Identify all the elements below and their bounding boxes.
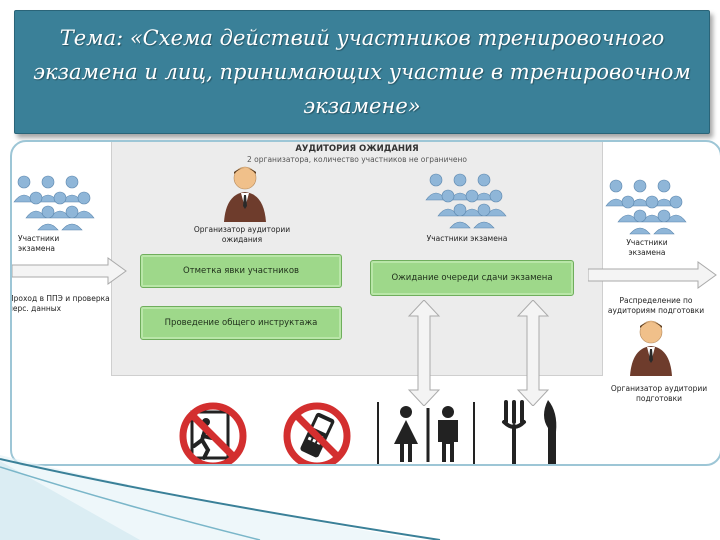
right-participants-label: Участники экзамена bbox=[626, 238, 668, 257]
center-participants-label: Участники экзамена bbox=[426, 234, 508, 243]
right-participants-icon bbox=[604, 176, 694, 236]
slide-title-box: Тема: «Схема действий участников трениро… bbox=[14, 10, 710, 134]
entry-arrow-label: Проход в ППЭ и проверка перс. данных bbox=[10, 294, 110, 313]
food-double-arrow bbox=[516, 300, 550, 406]
restroom-double-arrow bbox=[407, 300, 441, 406]
slide-title: Тема: «Схема действий участников трениро… bbox=[33, 26, 691, 118]
left-participants-icon bbox=[12, 172, 102, 232]
briefing-box: Проведение общего инструктажа bbox=[140, 306, 342, 340]
organizer-icon bbox=[222, 164, 268, 222]
hall-title: АУДИТОРИЯ ОЖИДАНИЯ bbox=[295, 144, 419, 154]
slide-decoration bbox=[0, 455, 720, 540]
no-exit-icon bbox=[170, 400, 256, 464]
no-phone-icon bbox=[274, 400, 360, 464]
diagram-frame: АУДИТОРИЯ ОЖИДАНИЯ 2 организатора, колич… bbox=[10, 140, 720, 466]
entry-arrow bbox=[12, 256, 128, 286]
distribution-arrow bbox=[588, 260, 720, 290]
left-participants-label: Участники экзамена bbox=[18, 234, 60, 253]
queue-box: Ожидание очереди сдачи экзамена bbox=[370, 260, 574, 296]
center-participants-icon bbox=[424, 170, 514, 230]
distribution-label: Распределение по аудиториям подготовки bbox=[607, 296, 705, 315]
prep-organizer-icon bbox=[628, 318, 674, 376]
hall-subtitle: 2 организатора, количество участников не… bbox=[247, 155, 467, 164]
food-icon bbox=[486, 398, 586, 464]
attendance-box: Отметка явки участников bbox=[140, 254, 342, 288]
prep-organizer-label: Организатор аудитории подготовки bbox=[610, 384, 708, 403]
restroom-icon bbox=[376, 402, 476, 464]
organizer-label: Организатор аудитории ожидания bbox=[193, 225, 291, 244]
